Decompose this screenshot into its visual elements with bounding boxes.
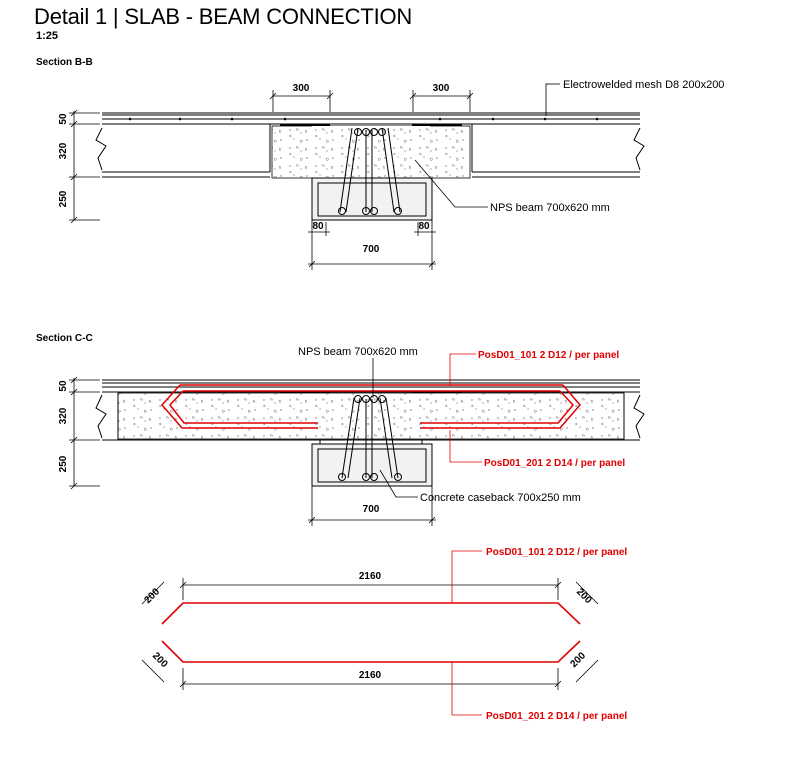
pos101-note-cc: PosD01_101 2 D12 / per panel — [478, 350, 619, 361]
dimension-300-right — [409, 90, 474, 112]
caseback-leader — [379, 469, 418, 498]
bar-201-leader — [451, 662, 482, 716]
drawing-scale: 1:25 — [36, 30, 59, 42]
slab-panel-right — [471, 124, 645, 178]
dim-250-bb: 250 — [58, 190, 69, 207]
dim-80-left: 80 — [312, 221, 324, 232]
bar-201-length: 2160 — [359, 670, 382, 681]
bar-101-leg-left: 200 — [142, 586, 162, 606]
pos101-leader-cc — [449, 353, 476, 386]
dim-300-right: 300 — [433, 83, 450, 94]
mesh-rebar-dots — [128, 117, 599, 121]
dim-80-right: 80 — [418, 221, 430, 232]
nps-beam-bb — [311, 127, 433, 221]
bar-101-shape — [161, 602, 581, 625]
joint-concrete-infill — [271, 124, 471, 179]
bar-101-label: PosD01_101 2 D12 / per panel — [486, 547, 627, 558]
dim-320-bb: 320 — [58, 142, 69, 159]
bar-101-leg-right: 200 — [574, 586, 594, 606]
slab-topping-cc — [102, 379, 640, 393]
bar-201-label: PosD01_201 2 D14 / per panel — [486, 711, 627, 722]
mesh-leader — [545, 83, 560, 116]
bar-201-leg-left: 200 — [150, 650, 170, 670]
beam-note-cc: NPS beam 700x620 mm — [298, 346, 418, 358]
vertical-dimensions-bb — [69, 109, 100, 224]
bar-101-leader — [451, 550, 482, 603]
beam-leader-bb — [414, 159, 488, 208]
nps-beam-cc — [311, 395, 433, 487]
section-bb: Section B-B — [36, 57, 724, 270]
drawing-title: Detail 1 | SLAB - BEAM CONNECTION — [34, 4, 413, 29]
dim-50-cc: 50 — [58, 380, 69, 392]
dim-700-cc: 700 — [363, 504, 380, 515]
bar-101-length: 2160 — [359, 571, 382, 582]
slab-panel-left — [95, 124, 271, 178]
pos201-note-cc: PosD01_201 2 D14 / per panel — [484, 458, 625, 469]
bar-201-leg-right: 200 — [568, 650, 588, 670]
beam-note-bb: NPS beam 700x620 mm — [490, 202, 610, 214]
section-cc: Section C-C — [36, 333, 645, 526]
bar-101-dims — [141, 578, 599, 605]
dim-300-left: 300 — [293, 83, 310, 94]
bar-201-dims — [141, 659, 599, 690]
section-bb-label: Section B-B — [36, 57, 93, 68]
dim-50-bb: 50 — [58, 113, 69, 125]
dim-250-cc: 250 — [58, 455, 69, 472]
beam-dimension-cc — [308, 486, 436, 526]
rebar-loop-red — [160, 384, 581, 429]
bar-schedule: 2160 200 200 PosD01_101 2 D12 / per pane… — [141, 547, 627, 722]
dim-320-cc: 320 — [58, 407, 69, 424]
section-cc-label: Section C-C — [36, 333, 93, 344]
caseback-note: Concrete caseback 700x250 mm — [420, 492, 581, 504]
vertical-dimensions-cc — [69, 376, 100, 490]
bar-201-shape — [161, 640, 581, 663]
beam-dimensions-bb — [308, 220, 436, 270]
slab-topping — [102, 112, 640, 125]
pos201-leader-cc — [449, 430, 482, 463]
mesh-note: Electrowelded mesh D8 200x200 — [563, 79, 724, 91]
dim-700-bb: 700 — [363, 244, 380, 255]
dimension-300-left — [269, 90, 334, 112]
